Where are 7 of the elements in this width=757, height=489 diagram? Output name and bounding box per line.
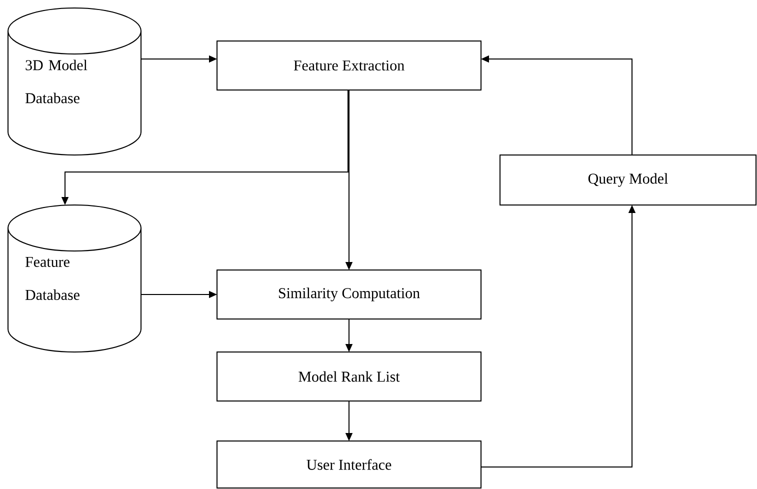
process-box: Model Rank List <box>216 351 482 402</box>
database-cylinder: 3D Model Database <box>8 8 142 156</box>
process-box: Feature Extraction <box>216 40 482 90</box>
process-box: Query Model <box>500 154 756 206</box>
database-cylinder: Feature Database <box>8 204 142 352</box>
process-box: User Interface <box>216 440 482 488</box>
process-box: Similarity Computation <box>216 269 482 320</box>
